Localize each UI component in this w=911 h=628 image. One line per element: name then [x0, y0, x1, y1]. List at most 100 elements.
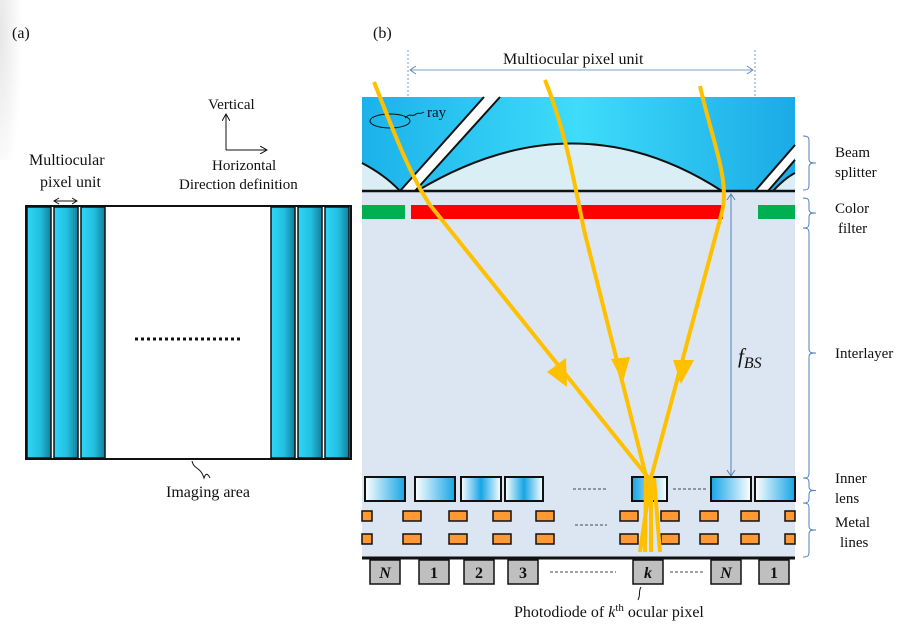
metal-line — [492, 533, 512, 545]
imaging-area-leader — [191, 460, 211, 480]
metal-line — [619, 510, 639, 522]
panel-b-label: (b) — [373, 25, 392, 42]
inner-lens — [710, 476, 752, 502]
ray-3 — [638, 85, 726, 553]
photodiode-leader — [637, 586, 642, 601]
photodiode-label: 2 — [475, 565, 483, 582]
direction-caption: Direction definition — [179, 177, 298, 193]
photodiode: 1 — [758, 559, 790, 585]
pixel-columns-left — [26, 206, 106, 459]
left-edge-shade — [0, 0, 22, 160]
splitter-mirror-right — [754, 144, 796, 192]
pixel-columns-right — [270, 206, 350, 459]
beam-splitter — [361, 96, 796, 193]
ray-circle-icon — [369, 113, 411, 129]
imaging-area — [25, 205, 352, 460]
layer-brace — [802, 197, 817, 229]
unit-span-label: Multiocular pixel unit — [503, 51, 644, 68]
photodiode-label: 3 — [519, 565, 527, 582]
inner-lens — [460, 476, 502, 502]
unit-label-line1: Multiocular — [29, 152, 105, 169]
layer-label-color: Color — [835, 201, 869, 217]
metal-lines — [361, 510, 796, 545]
photodiode-caption: Photodiode of kth ocular pixel — [514, 602, 704, 621]
pixel-column — [297, 206, 323, 459]
unit-label-line2: pixel unit — [40, 174, 101, 191]
filter-green-left — [362, 205, 405, 219]
ray-arrowhead-3 — [673, 360, 694, 384]
photodiode: N — [710, 559, 742, 585]
panel-b: (b) Multiocular pixel unit — [361, 25, 893, 621]
photodiode: k — [632, 559, 664, 585]
layer-brace — [802, 477, 817, 504]
ray-annotation: ray — [369, 105, 447, 129]
layer-label-lines: lines — [840, 535, 868, 551]
layer-label-filter: filter — [838, 221, 867, 237]
photodiode-label: 1 — [770, 565, 778, 582]
layer-label-splitter: splitter — [835, 165, 877, 181]
metal-line — [402, 533, 422, 545]
splitter-lens-left — [362, 163, 400, 191]
metal-line — [448, 533, 468, 545]
metal-line — [361, 510, 373, 522]
metal-line — [448, 510, 468, 522]
layer-brace — [802, 502, 817, 558]
photodiode: 2 — [463, 559, 495, 585]
photodiode: 3 — [507, 559, 539, 585]
metal-line — [619, 533, 639, 545]
inner-lens — [364, 476, 406, 502]
filter-green-right — [758, 205, 795, 219]
layer-label-lens: lens — [835, 491, 859, 507]
pixel-column — [270, 206, 296, 459]
layer-label-inner: Inner — [835, 471, 867, 487]
unit-span-arrow-icon — [409, 65, 754, 75]
vertical-label: Vertical — [208, 97, 255, 113]
layer-braces — [802, 135, 817, 558]
imaging-area-label: Imaging area — [166, 484, 250, 501]
photodiode: 1 — [418, 559, 450, 585]
inner-lens — [414, 476, 456, 502]
metal-line — [535, 510, 555, 522]
unit-width-arrow-icon — [53, 197, 78, 205]
pixel-column — [26, 206, 52, 459]
ray-1 — [372, 81, 653, 552]
ray-arrowhead-2 — [611, 357, 630, 382]
pixel-column — [53, 206, 79, 459]
metal-line — [535, 533, 555, 545]
layer-label-metal: Metal — [835, 515, 870, 531]
photodiode-label: N — [378, 565, 392, 582]
filter-red — [411, 205, 723, 219]
photodiode: N — [369, 559, 401, 585]
metal-line — [492, 510, 512, 522]
layer-labels: Beam splitter Color filter Interlayer In… — [835, 145, 893, 551]
direction-definition: Vertical Horizontal Direction definition — [179, 97, 298, 193]
pixel-column — [324, 206, 350, 459]
horizontal-label: Horizontal — [212, 158, 276, 174]
metal-line — [699, 510, 719, 522]
panel-a-label: (a) — [12, 25, 30, 42]
metal-line — [784, 533, 796, 545]
metal-line — [660, 533, 680, 545]
inner-lens — [754, 476, 796, 502]
ray-2 — [543, 79, 649, 553]
metal-line — [740, 533, 760, 545]
interlayer — [362, 190, 795, 558]
ray-label: ray — [427, 105, 447, 121]
rays — [372, 79, 726, 553]
layer-brace — [802, 135, 817, 191]
layer-label-beam: Beam — [835, 145, 870, 161]
metal-line — [660, 510, 680, 522]
focal-length-label: fBS — [738, 344, 762, 372]
inner-lens-row — [364, 476, 796, 502]
metal-line — [361, 533, 373, 545]
layer-label-interlayer: Interlayer — [835, 346, 893, 362]
inner-lens — [504, 476, 544, 502]
metal-line — [699, 533, 719, 545]
metal-line — [740, 510, 760, 522]
photodiode-label: k — [644, 565, 652, 582]
photodiode-row: N 1 2 3 k N 1 — [369, 559, 790, 585]
photodiode-label: N — [719, 565, 733, 582]
metal-line — [784, 510, 796, 522]
pixel-column — [80, 206, 106, 459]
